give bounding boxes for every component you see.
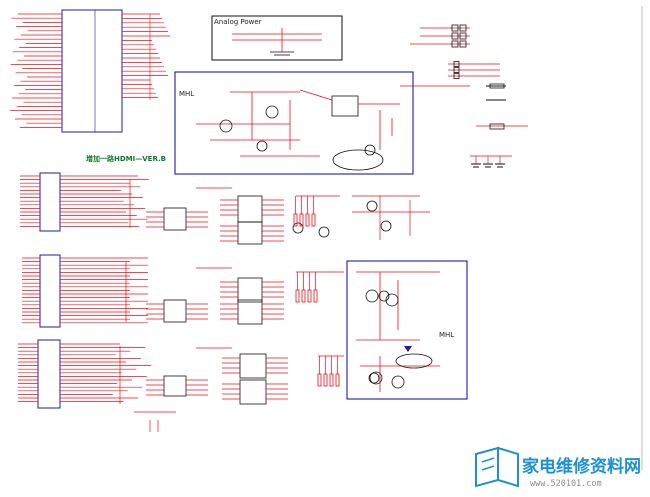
connector-pin [459, 32, 467, 40]
top-right-connectors [451, 24, 505, 130]
transistor-circuits [292, 195, 430, 384]
transistor-symbol [378, 290, 390, 302]
transistor-symbol [318, 226, 330, 238]
watermark-text: 家电维修资料网 [522, 456, 641, 477]
connector-pin [489, 83, 505, 89]
transistor-symbol [368, 372, 380, 384]
ic-outline [237, 221, 263, 245]
connector-pin [459, 24, 467, 32]
ground-symbols [471, 156, 505, 168]
transistor-symbol [366, 200, 378, 212]
mhl-bottom-title: MHL [439, 331, 454, 339]
mhl-bottom-block: MHL [346, 260, 468, 400]
hdmi-added-note: 增加一路HDMI—VER.B [86, 154, 166, 163]
watermark: 家电维修资料网 www.520101.com [475, 446, 641, 489]
watermark-url: www.520101.com [530, 479, 602, 489]
ic-outline [163, 207, 187, 231]
connector-pin [451, 32, 459, 40]
analog-power-block: Analog Power [211, 15, 343, 61]
resistor-arrays [293, 195, 344, 387]
mhl-top-block: MHL [174, 71, 414, 175]
analog-power-title: Analog Power [214, 18, 262, 26]
ic-outline [237, 299, 263, 325]
transistor-symbol [380, 220, 392, 232]
ic-outline [239, 353, 267, 379]
ic-outline [163, 375, 187, 397]
hdmi-connector-1 [39, 172, 61, 232]
ic-outline [237, 277, 263, 303]
soc-right-pin-wires [122, 13, 170, 100]
mhl-top-title: MHL [179, 90, 194, 98]
connector-pin [459, 40, 467, 48]
top-right-nets [400, 27, 528, 157]
connector-pin [453, 73, 460, 79]
soc-left-pin-wires [10, 13, 62, 128]
book-logo-icon [475, 446, 519, 488]
connector-pin [451, 40, 459, 48]
hdmi-connector-3 [37, 339, 61, 409]
connector-pin [453, 61, 460, 67]
connector-signal-wires [18, 175, 152, 404]
small-ic-blocks [134, 187, 288, 432]
connector-pin [489, 123, 505, 130]
connector-pin [453, 67, 460, 73]
hdmi-connector-2 [39, 254, 61, 328]
connector-pin [451, 24, 459, 32]
ic-outline [239, 379, 267, 405]
transistor-symbol [292, 222, 304, 234]
ic-outline [163, 299, 187, 323]
